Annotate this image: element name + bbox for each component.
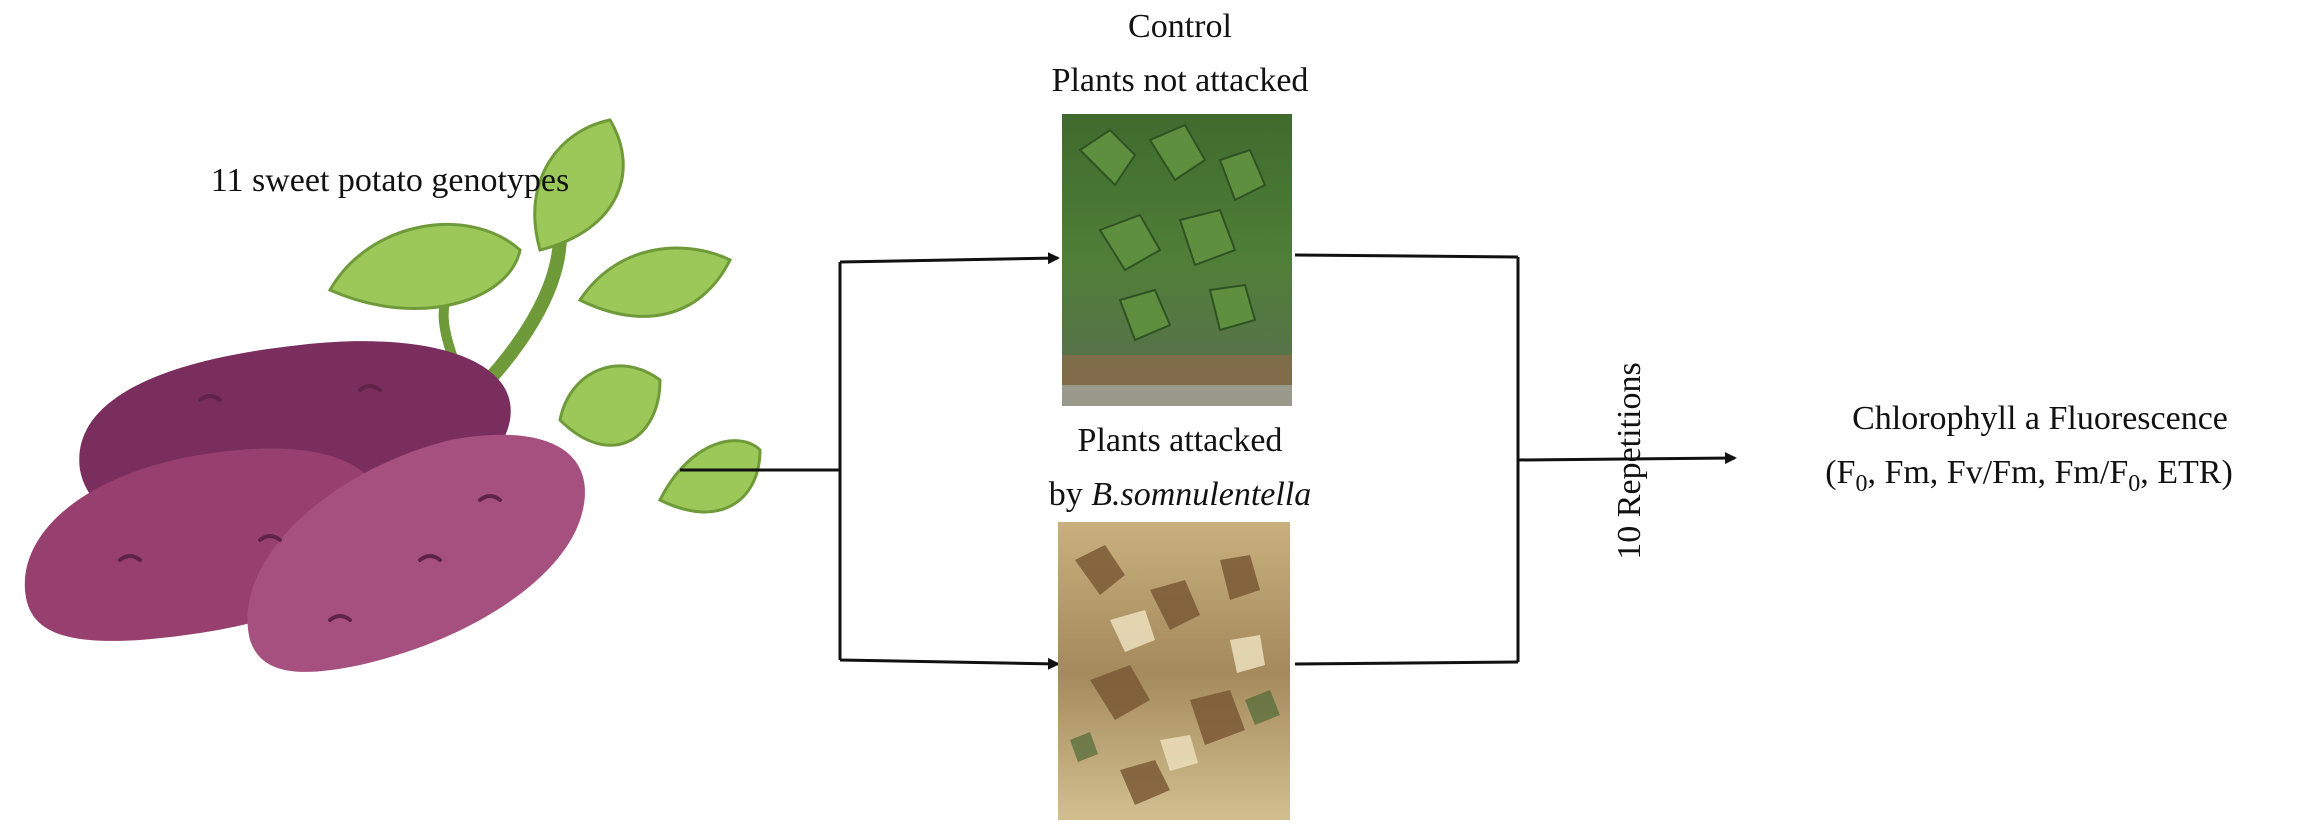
control-title: Control	[1128, 8, 1232, 45]
sweet-potato-illustration	[24, 118, 762, 672]
pest-species-name: B.somnulentella	[1091, 476, 1312, 513]
attacked-prefix: by	[1048, 476, 1092, 513]
control-plant-photo	[1062, 114, 1292, 406]
connector-lines	[680, 252, 1737, 670]
leaf-icon	[577, 246, 733, 318]
potato-icon	[247, 434, 585, 672]
leaf-icon	[558, 364, 662, 447]
result-title: Chlorophyll a Fluorescence	[1852, 400, 2228, 437]
repetitions-label: 10 Repetitions	[1611, 362, 1648, 560]
arrow-to-control	[839, 252, 1060, 265]
leaf-icon	[657, 439, 762, 514]
param-f: F	[1836, 454, 1856, 491]
leaf-icon	[327, 222, 522, 311]
control-subtitle: Plants not attacked	[1051, 62, 1309, 99]
params-open: (	[1825, 454, 1837, 491]
params-mid: , Fm, Fv/Fm, Fm/F	[1867, 454, 2129, 491]
arrow-to-attacked	[839, 657, 1060, 670]
attacked-plant-photo	[1058, 522, 1290, 820]
params-close: , ETR)	[2140, 454, 2233, 491]
attacked-label-line1: Plants attacked	[1077, 422, 1283, 459]
param-f-sub: 0	[1855, 470, 1868, 497]
attacked-label-line2: by B.somnulentella	[960, 474, 1400, 516]
arrow-to-result	[1517, 452, 1737, 465]
genotypes-label: 11 sweet potato genotypes	[210, 162, 570, 199]
result-parameters: (F0, Fm, Fv/Fm, Fm/F0, ETR)	[1750, 452, 2308, 505]
param-f-sub-2: 0	[2128, 470, 2141, 497]
leaf-icon	[533, 118, 625, 252]
